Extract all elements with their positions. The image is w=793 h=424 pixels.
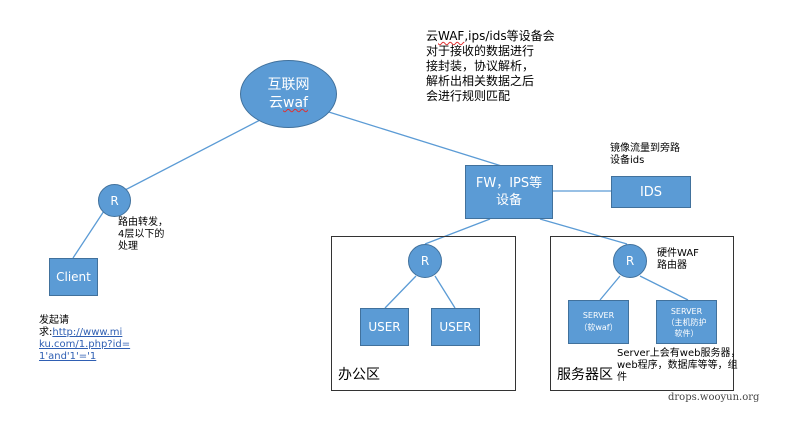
user-2-node[interactable]: USER [431,308,480,346]
router-office-node[interactable]: R [408,244,442,278]
router-left-node[interactable]: R [98,184,131,217]
office-zone: 办公区 [331,236,516,391]
request-url-payload[interactable]: 1'and'1'='1 [39,351,97,362]
server-zone-label: 服务器区 [557,367,613,383]
server-note: Server上会有web服务器， web程序，数据库等等，组 件 [617,348,741,383]
edge-office-router-user2 [434,275,456,309]
edge-server-router-server1 [599,275,621,301]
internet-label: 互联网 [267,77,310,93]
router-server-node[interactable]: R [613,244,647,278]
internet-cloud-waf-node[interactable]: 互联网 云waf [240,60,337,128]
edge-internet-fw [315,107,509,169]
server-2-node[interactable]: SERVER （主机防护 软件） [656,300,717,344]
edge-fw-office-router [424,218,491,245]
hardware-waf-note: 硬件WAF 路由器 [657,248,699,271]
client-node[interactable]: Client [49,258,98,296]
server-1-node[interactable]: SERVER （软waf） [568,300,629,344]
cloud-waf-label: 云waf [269,95,308,111]
edge-fw-server-router [539,218,628,245]
mirror-note: 镜像流量到旁路 设备ids [610,143,680,166]
request-url-link-cont[interactable]: ku.com/1.php?id= [39,339,131,350]
office-zone-label: 办公区 [338,367,380,383]
edge-router-client [72,210,105,259]
edge-server-router-server2 [639,275,689,301]
server-zone: 服务器区 [550,236,734,391]
top-note: 云WAF,ips/ids等设备会 对于接收的数据进行 接封装，协议解析， 解析出… [426,29,555,103]
fw-ips-node[interactable]: FW，IPS等 设备 [465,165,553,219]
watermark: drops.wooyun.org [668,392,760,403]
edge-internet-router [124,118,263,191]
ids-node[interactable]: IDS [611,176,691,208]
request-note: 发起请 求:http://www.mi ku.com/1.php?id= 1'a… [39,315,131,362]
router-note: 路由转发， 4层以下的 处理 [118,217,168,252]
request-url-link[interactable]: http://www.mi [52,327,123,338]
edge-office-router-user1 [384,275,417,309]
user-1-node[interactable]: USER [360,308,409,346]
